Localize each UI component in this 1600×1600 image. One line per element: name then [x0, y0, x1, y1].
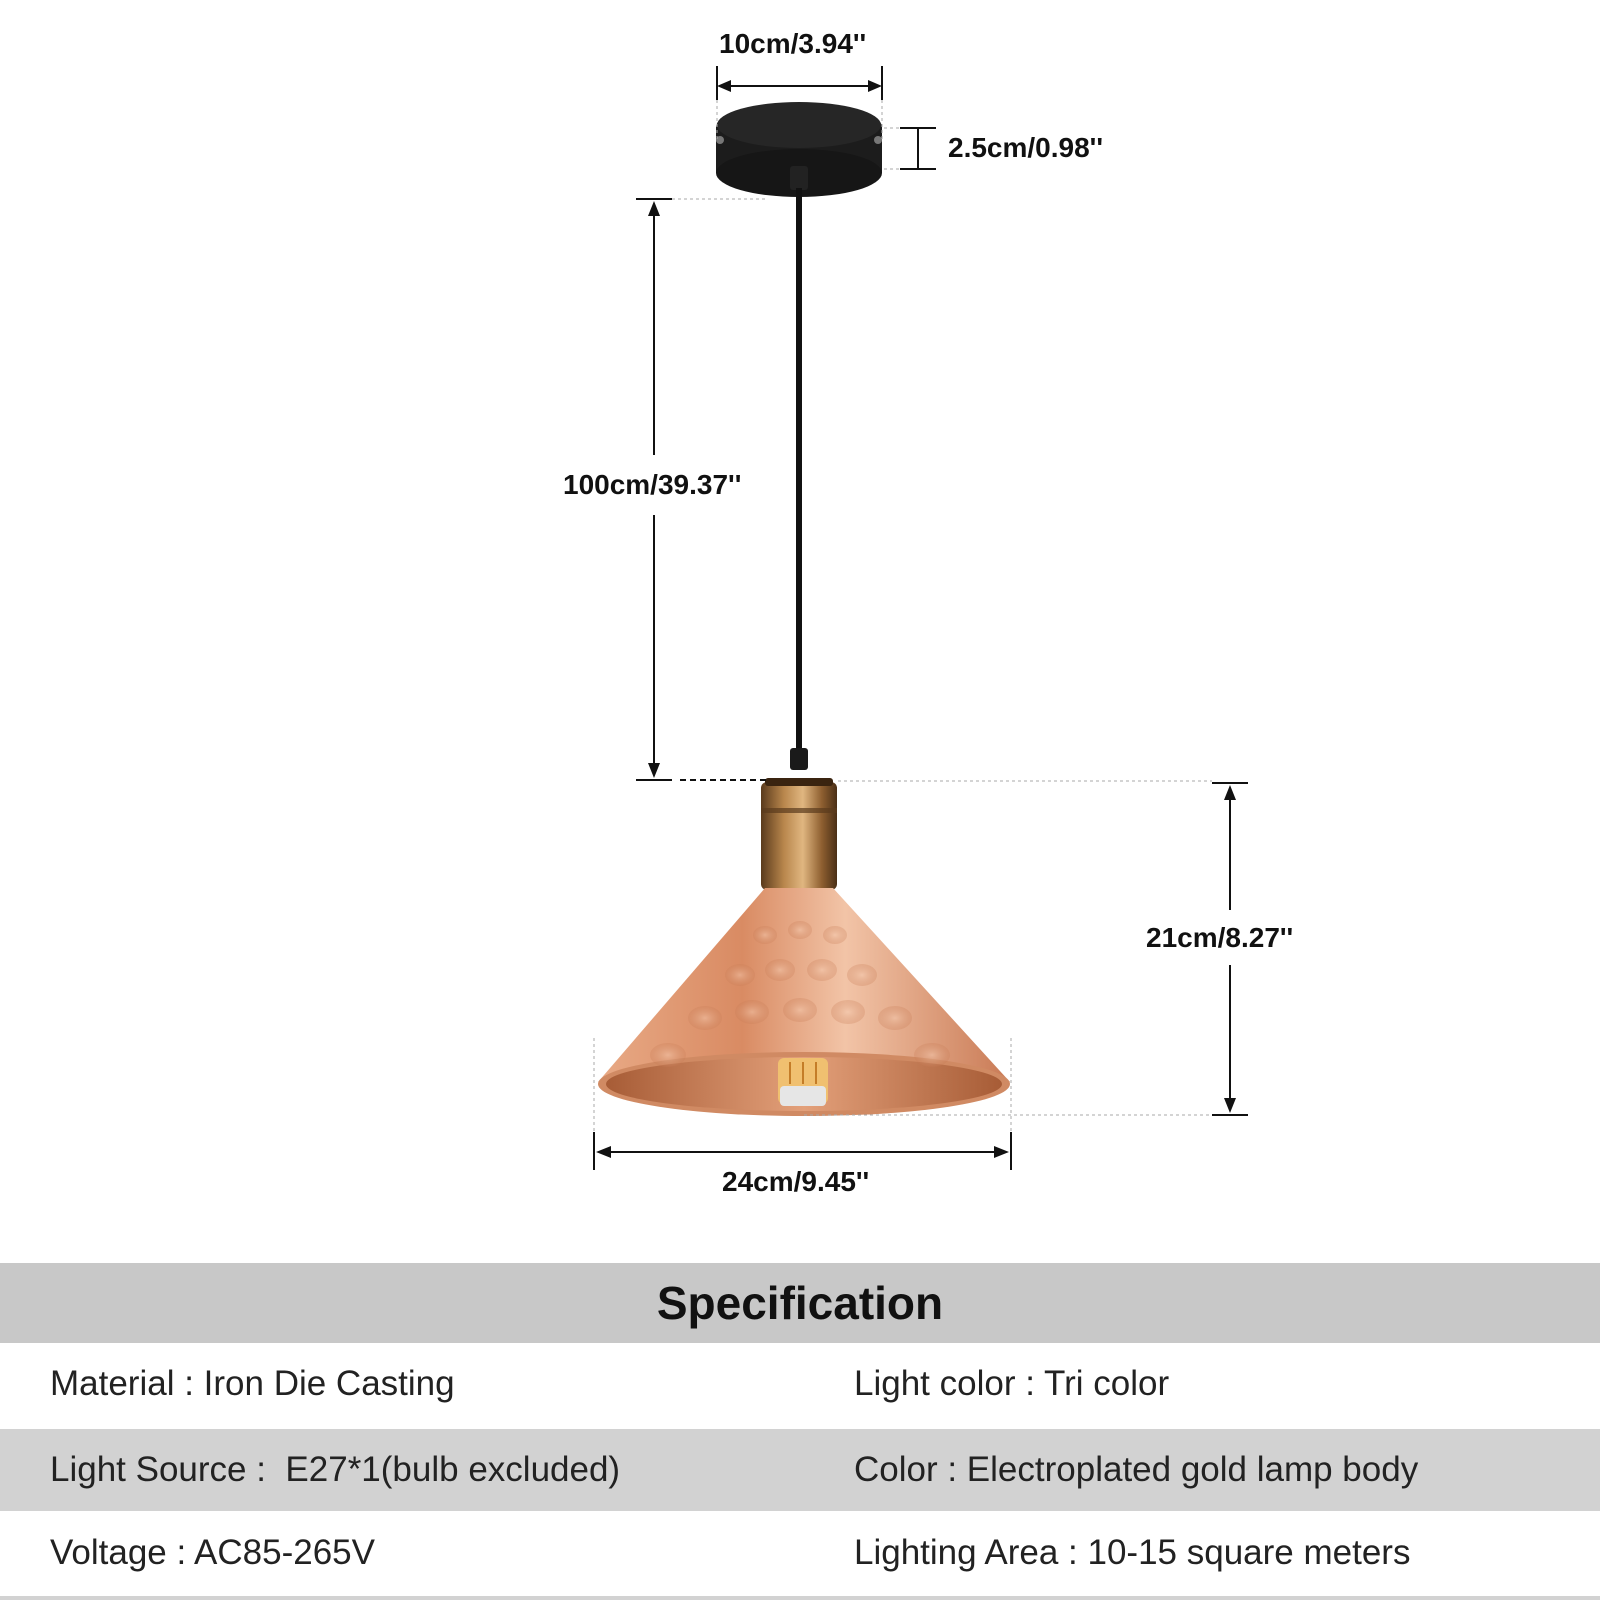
spec-lighting-area: Lighting Area : 10-15 square meters: [854, 1533, 1411, 1572]
power-cord: [796, 188, 802, 754]
dimension-cord-length: [636, 198, 766, 781]
cord-length-label: 100cm/39.37'': [563, 469, 742, 500]
dimension-shade-height: [804, 780, 1248, 1116]
lamp-shade: [598, 888, 1010, 1116]
spec-color: Color : Electroplated gold lamp body: [854, 1450, 1419, 1489]
shade-width-label: 24cm/9.45'': [722, 1166, 870, 1197]
shade-height-label: 21cm/8.27'': [1146, 922, 1294, 953]
specification-title: Specification: [656, 1277, 944, 1329]
specification-header: Specification: [0, 1263, 1600, 1343]
spec-light-source: Light Source : E27*1(bulb excluded): [50, 1450, 621, 1489]
spec-light-color: Light color : Tri color: [854, 1364, 1170, 1403]
spec-material: Material : Iron Die Casting: [50, 1364, 455, 1403]
spec-voltage: Voltage : AC85-265V: [50, 1533, 375, 1572]
lamp-dimension-diagram: [593, 66, 1248, 1170]
spec-row: Light Source : E27*1(bulb excluded) Colo…: [0, 1429, 1600, 1511]
bulb: [778, 1058, 828, 1106]
ceiling-canopy: [716, 102, 882, 197]
bottom-divider: [0, 1596, 1600, 1600]
dimension-canopy-width: [716, 66, 883, 140]
dimension-canopy-height: [884, 127, 936, 170]
spec-row: Material : Iron Die Casting Light color …: [0, 1343, 1600, 1425]
canopy-width-label: 10cm/3.94'': [719, 28, 867, 59]
canopy-height-label: 2.5cm/0.98'': [948, 132, 1103, 163]
lamp-socket: [761, 748, 837, 890]
spec-row: Voltage : AC85-265V Lighting Area : 10-1…: [0, 1512, 1600, 1594]
dimension-shade-width: [593, 1038, 1012, 1170]
